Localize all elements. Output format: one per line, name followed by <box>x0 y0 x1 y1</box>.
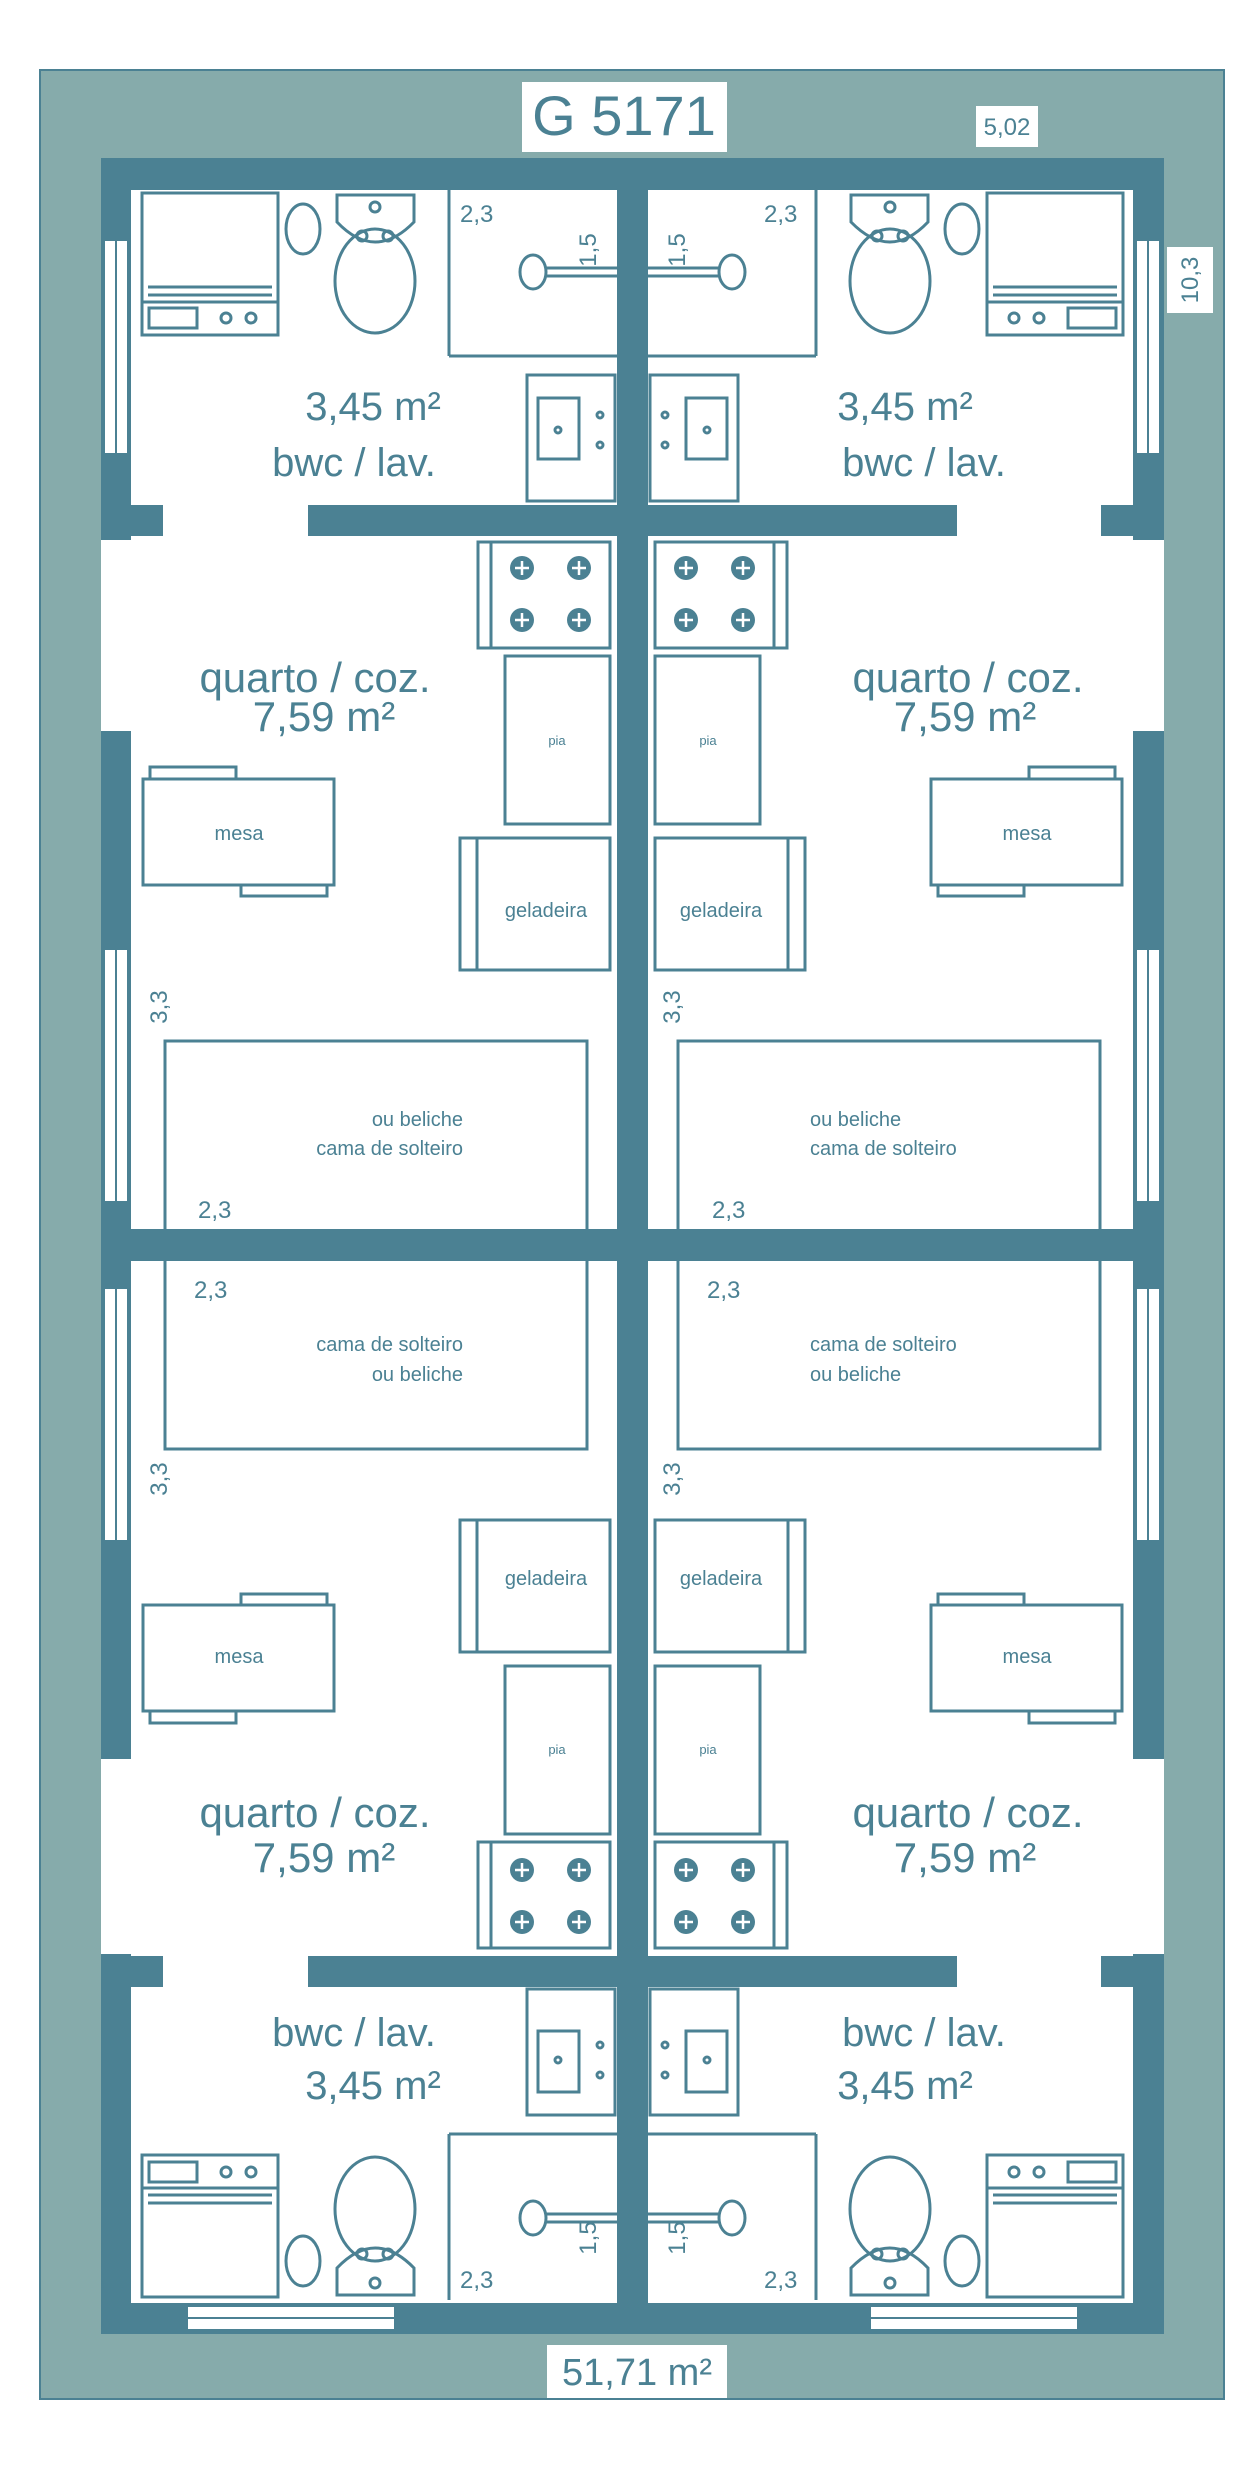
length-dimension: 10,3 <box>1177 257 1204 304</box>
sink-label: pia <box>548 733 566 748</box>
bed-label-2: ou beliche <box>810 1364 901 1386</box>
fridge-label: geladeira <box>680 900 763 922</box>
room-area: 7,59 m² <box>253 1834 395 1881</box>
room-label: quarto / coz. <box>199 1789 430 1836</box>
bed-length: 3,3 <box>146 990 173 1023</box>
bed-length: 3,3 <box>659 990 686 1023</box>
fridge-label: geladeira <box>680 1568 763 1590</box>
room-area: 7,59 m² <box>894 693 1036 740</box>
interior-walls <box>131 190 1133 2303</box>
room-label: quarto / coz. <box>852 1789 1083 1836</box>
sink-label: pia <box>699 1742 717 1757</box>
bed-length: 3,3 <box>146 1462 173 1495</box>
table-label: mesa <box>215 1646 265 1668</box>
room-label: quarto / coz. <box>199 654 430 701</box>
bed-label-2: ou beliche <box>372 1364 463 1386</box>
shower-width: 2,3 <box>764 201 797 228</box>
room-area: 7,59 m² <box>894 1834 1036 1881</box>
plan-title: G 5171 <box>532 84 716 147</box>
table-label: mesa <box>1003 823 1053 845</box>
room-area: 7,59 m² <box>253 693 395 740</box>
shower-depth: 1,5 <box>575 2221 602 2254</box>
bath-area: 3,45 m² <box>305 2064 441 2108</box>
bed-length: 3,3 <box>659 1462 686 1495</box>
bed-width: 2,3 <box>707 1277 740 1304</box>
bed-label-2: cama de solteiro <box>316 1138 463 1160</box>
bed-width: 2,3 <box>198 1197 231 1224</box>
table-label: mesa <box>215 823 265 845</box>
bed-label-1: ou beliche <box>810 1109 901 1131</box>
bed-label-1: cama de solteiro <box>316 1334 463 1356</box>
unit-top-left-labels: 2,3 1,5 3,45 m² bwc / lav. quarto / coz.… <box>146 201 602 1224</box>
bed-width: 2,3 <box>712 1197 745 1224</box>
bath-label: bwc / lav. <box>842 441 1006 485</box>
total-area: 51,71 m² <box>562 2352 712 2394</box>
bed-label-1: ou beliche <box>372 1109 463 1131</box>
room-label: quarto / coz. <box>852 654 1083 701</box>
table-label: mesa <box>1003 1646 1053 1668</box>
bath-label: bwc / lav. <box>272 2011 436 2055</box>
unit-bottom-right-labels: 2,3 cama de solteiro ou beliche 3,3 gela… <box>659 1277 1084 2294</box>
shower-depth: 1,5 <box>664 2221 691 2254</box>
fridge-label: geladeira <box>505 1568 588 1590</box>
sink-label: pia <box>699 733 717 748</box>
fridge-label: geladeira <box>505 900 588 922</box>
shower-width: 2,3 <box>460 2267 493 2294</box>
bed-label-1: cama de solteiro <box>810 1334 957 1356</box>
shower-width: 2,3 <box>764 2267 797 2294</box>
width-dimension: 5,02 <box>984 114 1031 141</box>
bed-width: 2,3 <box>194 1277 227 1304</box>
bath-area: 3,45 m² <box>837 385 973 429</box>
unit-bottom-left-labels: 2,3 cama de solteiro ou beliche 3,3 gela… <box>146 1277 602 2294</box>
bath-label: bwc / lav. <box>272 441 436 485</box>
shower-depth: 1,5 <box>664 233 691 266</box>
bath-area: 3,45 m² <box>837 2064 973 2108</box>
bath-area: 3,45 m² <box>305 385 441 429</box>
shower-depth: 1,5 <box>575 233 602 266</box>
shower-width: 2,3 <box>460 201 493 228</box>
windows <box>103 239 1161 2331</box>
unit-top-right-labels: 2,3 1,5 3,45 m² bwc / lav. quarto / coz.… <box>659 201 1084 1224</box>
bath-label: bwc / lav. <box>842 2011 1006 2055</box>
wall-openings <box>101 540 1164 1954</box>
sink-label: pia <box>548 1742 566 1757</box>
bed-label-2: cama de solteiro <box>810 1138 957 1160</box>
